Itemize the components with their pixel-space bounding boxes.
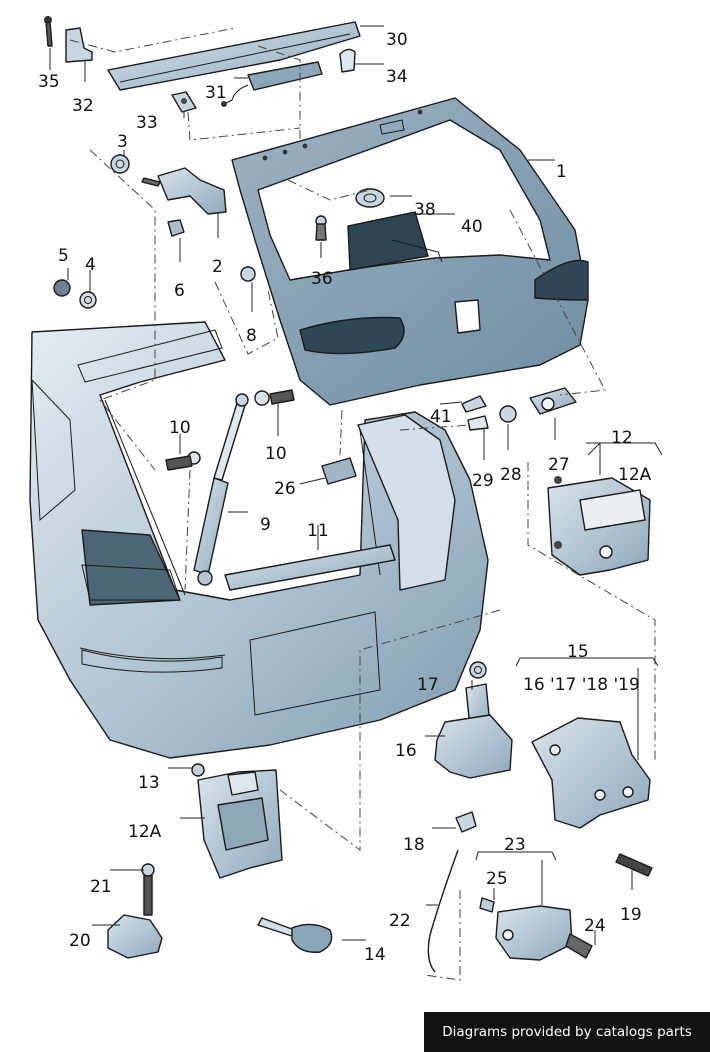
hinge-washers [53, 266, 256, 309]
key-14 [257, 917, 333, 953]
handle-unit-bottom [191, 763, 283, 879]
callout-25: 25 [486, 869, 508, 889]
callout-12a-top: 12A [618, 465, 652, 485]
assembly-lines [69, 27, 656, 981]
callout-20: 20 [69, 931, 91, 951]
callout-38: 38 [414, 200, 436, 220]
callout-33: 33 [136, 113, 158, 133]
car-rear-body [29, 321, 489, 759]
callout-2: 2 [212, 257, 223, 277]
callout-26: 26 [274, 479, 296, 499]
callout-19: 19 [620, 905, 642, 925]
callout-13: 13 [138, 773, 160, 793]
callout-10-right: 10 [265, 444, 287, 464]
plug-34 [339, 48, 356, 73]
credit-banner: Diagrams provided by catalogs parts [424, 1012, 710, 1052]
rod-22 [427, 811, 477, 973]
lock-part-23 [479, 897, 593, 961]
callout-8: 8 [246, 326, 257, 346]
callout-23: 23 [504, 835, 526, 855]
callout-9: 9 [260, 515, 271, 535]
callout-17: 17 [417, 675, 439, 695]
callout-21: 21 [90, 877, 112, 897]
gate-hardware [315, 188, 577, 485]
clip-33 [171, 91, 197, 113]
callout-10-left: 10 [169, 418, 191, 438]
callout-11: 11 [307, 521, 329, 541]
spoiler-bracket [44, 16, 93, 63]
leader-lines [49, 25, 663, 945]
callout-3: 3 [117, 132, 128, 152]
callout-14: 14 [364, 945, 386, 965]
callout-18: 18 [403, 835, 425, 855]
callout-29: 29 [472, 471, 494, 491]
brake-light [221, 61, 323, 107]
callout-1: 1 [556, 162, 567, 182]
bracket-20 [107, 863, 163, 959]
lock-actuator-16 [434, 661, 513, 779]
callout-22: 22 [389, 911, 411, 931]
callout-30: 30 [386, 30, 408, 50]
callout-24: 24 [584, 916, 606, 936]
callout-6: 6 [174, 281, 185, 301]
callout-27: 27 [548, 455, 570, 475]
callout-36: 36 [311, 269, 333, 289]
callout-labels: 30 34 35 32 31 33 3 2 6 5 4 8 1 38 40 36… [38, 30, 652, 965]
roof-spoiler [107, 21, 361, 91]
callout-35: 35 [38, 72, 60, 92]
callout-34: 34 [386, 67, 408, 87]
callout-28: 28 [500, 465, 522, 485]
callout-40: 40 [461, 217, 483, 237]
callout-16: 16 [395, 741, 417, 761]
handle-unit-top [547, 476, 651, 576]
callout-4: 4 [85, 255, 96, 275]
callout-32: 32 [72, 96, 94, 116]
callout-12a-bottom: 12A [128, 822, 162, 842]
lock-mechanism-15 [531, 717, 653, 877]
callout-15-subparts: 16 '17 '18 '19 [523, 675, 640, 695]
callout-41: 41 [430, 407, 452, 427]
hinge-assembly [110, 154, 227, 237]
gas-strut [165, 389, 295, 586]
callout-15: 15 [567, 642, 589, 662]
callout-12: 12 [611, 428, 633, 448]
callout-5: 5 [58, 246, 69, 266]
callout-31: 31 [205, 83, 227, 103]
